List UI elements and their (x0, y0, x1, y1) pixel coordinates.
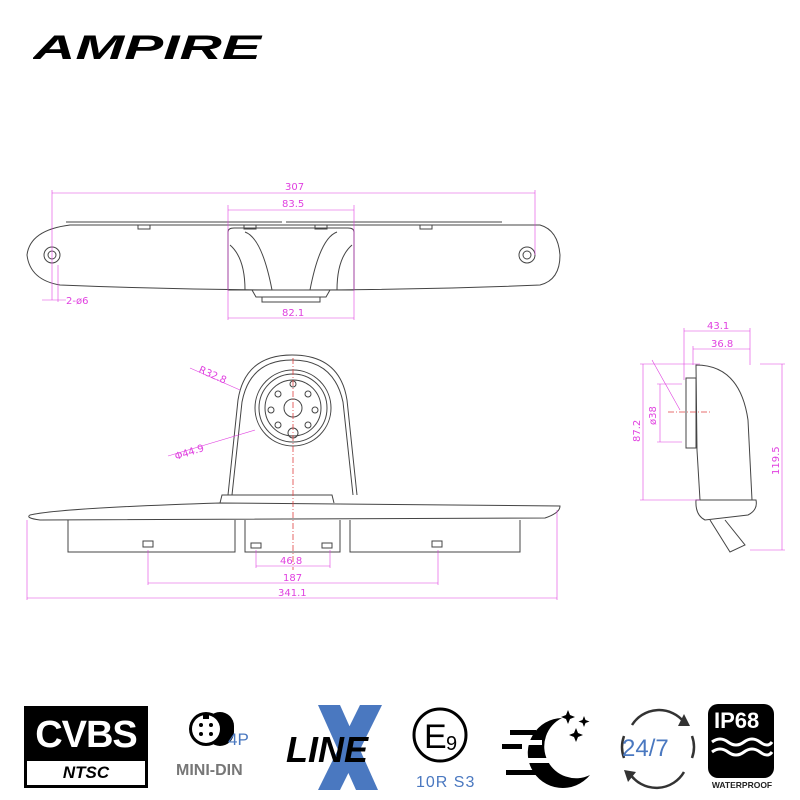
dim-side-lens: ø38 (648, 406, 659, 425)
logo-text: AMPIRE (33, 30, 263, 64)
dim-holes: 2-ø6 (66, 296, 88, 307)
moon-stars-icon (502, 710, 590, 788)
night-vision-badge (500, 700, 610, 795)
feature-badges: CVBS NTSC 4P MINI-DIN LINE E 9 10R S3 (0, 700, 800, 795)
xline-word: LINE (286, 729, 369, 770)
waterproof-icon: IP68 (708, 704, 774, 778)
dim-top-overall: 307 (285, 182, 304, 193)
cvbs-subtitle: NTSC (27, 761, 145, 785)
ip68-badge: IP68 WATERPROOF (704, 700, 780, 795)
dim-side-depth: 43.1 (707, 321, 729, 332)
dim-side-height: 119.5 (771, 446, 782, 475)
e-mark-number: 9 (446, 733, 457, 755)
cvbs-title: CVBS (35, 714, 138, 756)
dim-front-overall: 341.1 (278, 588, 307, 599)
mini-din-connector-icon (189, 712, 234, 746)
e-mark-icon: E 9 (412, 707, 468, 763)
mini-din-badge: 4P MINI-DIN (170, 700, 260, 795)
dim-inner-clips: 46.8 (280, 556, 302, 567)
top-view (26, 221, 561, 303)
ip-rating: IP68 (714, 708, 759, 733)
side-view (685, 364, 757, 553)
e-mark: E (424, 718, 447, 756)
front-view (28, 354, 561, 553)
dim-side-body: 36.8 (711, 339, 733, 350)
xline-logo-icon: LINE (286, 705, 382, 790)
dim-lens-ring: Φ44.9 (174, 443, 206, 463)
dim-radius: R32.8 (197, 365, 228, 387)
cycle-arrows-icon: 24/7 (620, 708, 696, 790)
e9-approval-badge: E 9 10R S3 (410, 700, 490, 795)
ampire-logo: AMPIRE (33, 30, 263, 64)
dim-top-housing: 83.5 (282, 199, 304, 210)
connector-label: MINI-DIN (176, 762, 243, 779)
dim-top-base: 82.1 (282, 308, 304, 319)
cvbs-badge: CVBS NTSC (24, 706, 148, 788)
dim-outer-clips: 187 (283, 573, 302, 584)
24-7-badge: 24/7 (612, 700, 702, 795)
dim-side-lens-height: 87.2 (632, 420, 643, 442)
operation-text: 24/7 (622, 735, 669, 762)
connector-pins: 4P (228, 730, 249, 749)
xline-badge: LINE (278, 700, 393, 795)
technical-drawing: 307 83.5 82.1 2-ø6 R32.8 Φ44.9 46.8 187 … (26, 182, 785, 600)
regulation-code: 10R S3 (416, 774, 476, 791)
waterproof-label: WATERPROOF (711, 780, 773, 790)
